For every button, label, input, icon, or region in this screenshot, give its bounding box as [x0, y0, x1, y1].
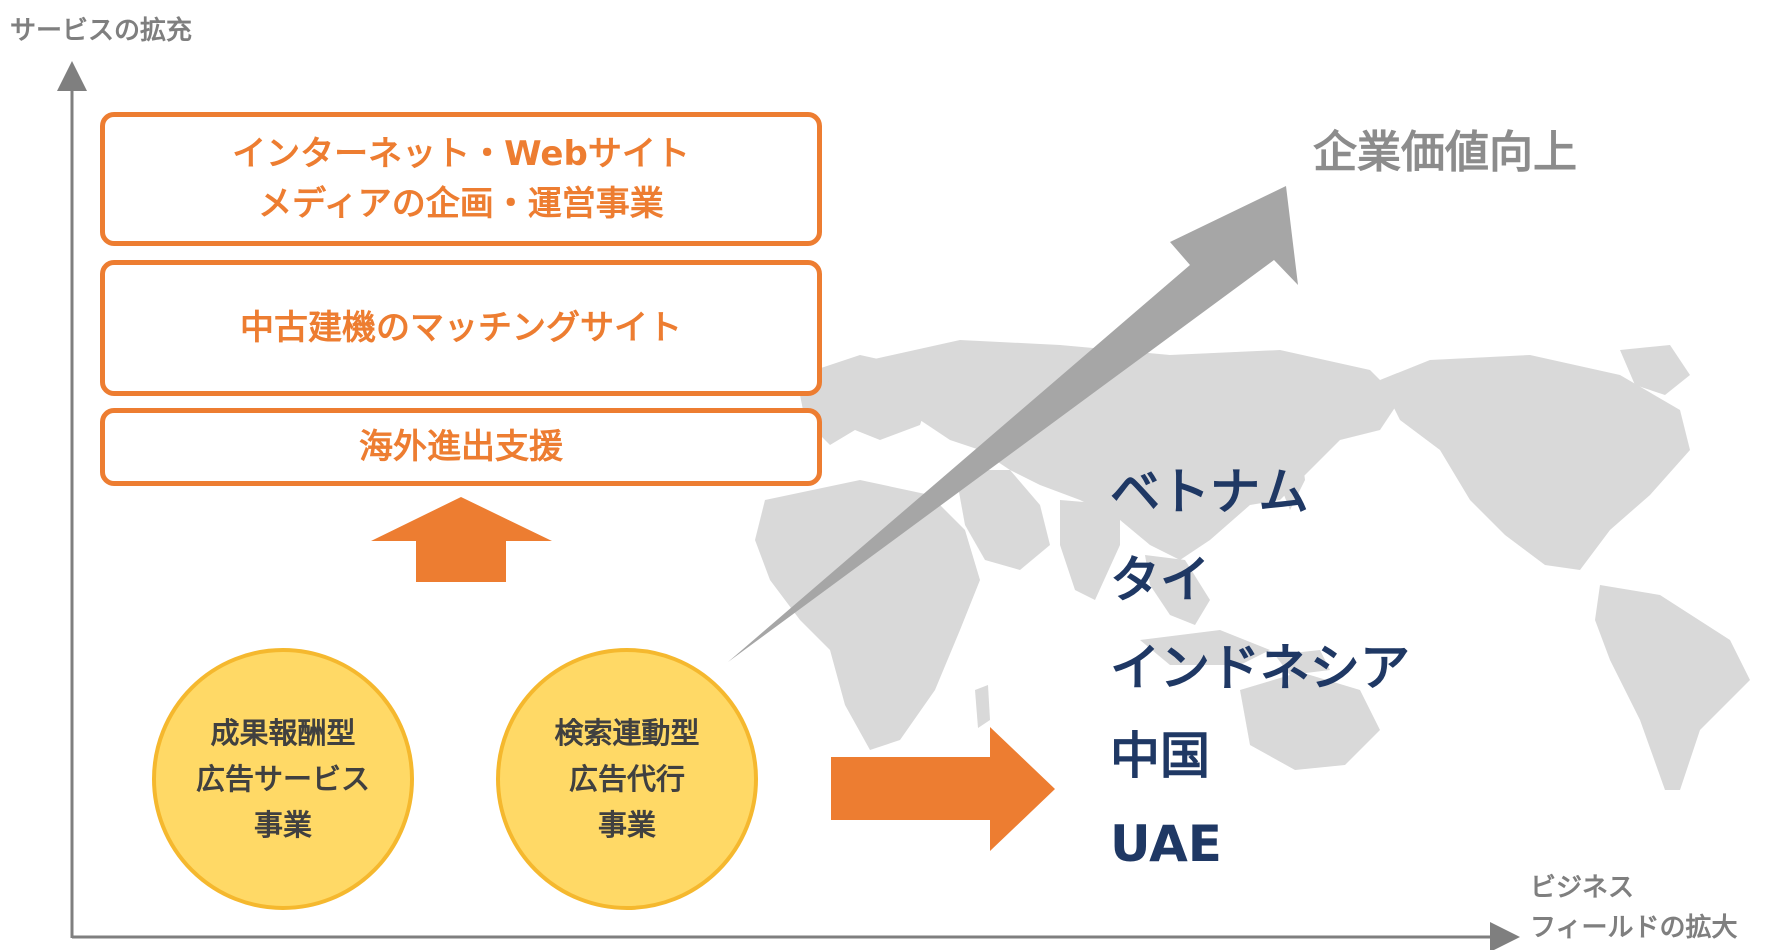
growth-arrow	[728, 186, 1298, 662]
country-item-china: 中国	[1110, 727, 1210, 785]
y-axis-label: サービスの拡充	[10, 16, 193, 46]
goal-label: 企業価値向上	[1313, 127, 1577, 178]
service-box-overseas-support: 海外進出支援	[100, 408, 822, 486]
world-map	[755, 340, 1750, 790]
right-arrow	[831, 727, 1055, 851]
service-box-construction-machinery: 中古建機のマッチングサイト	[100, 260, 822, 396]
country-item-indonesia: インドネシア	[1110, 639, 1410, 697]
country-list: ベトナム タイ インドネシア 中国 UAE	[1110, 448, 1410, 888]
core-business-search-ads: 検索連動型 広告代行 事業	[496, 648, 758, 910]
up-arrow	[371, 497, 552, 582]
country-item-thailand: タイ	[1110, 551, 1210, 609]
country-item-uae: UAE	[1110, 815, 1222, 873]
country-item-vietnam: ベトナム	[1110, 463, 1309, 521]
service-box-internet-media: インターネット・Webサイト メディアの企画・運営事業	[100, 112, 822, 246]
x-axis-label: ビジネス フィールドの拡大	[1530, 873, 1738, 943]
core-business-performance-ads: 成果報酬型 広告サービス 事業	[152, 648, 414, 910]
